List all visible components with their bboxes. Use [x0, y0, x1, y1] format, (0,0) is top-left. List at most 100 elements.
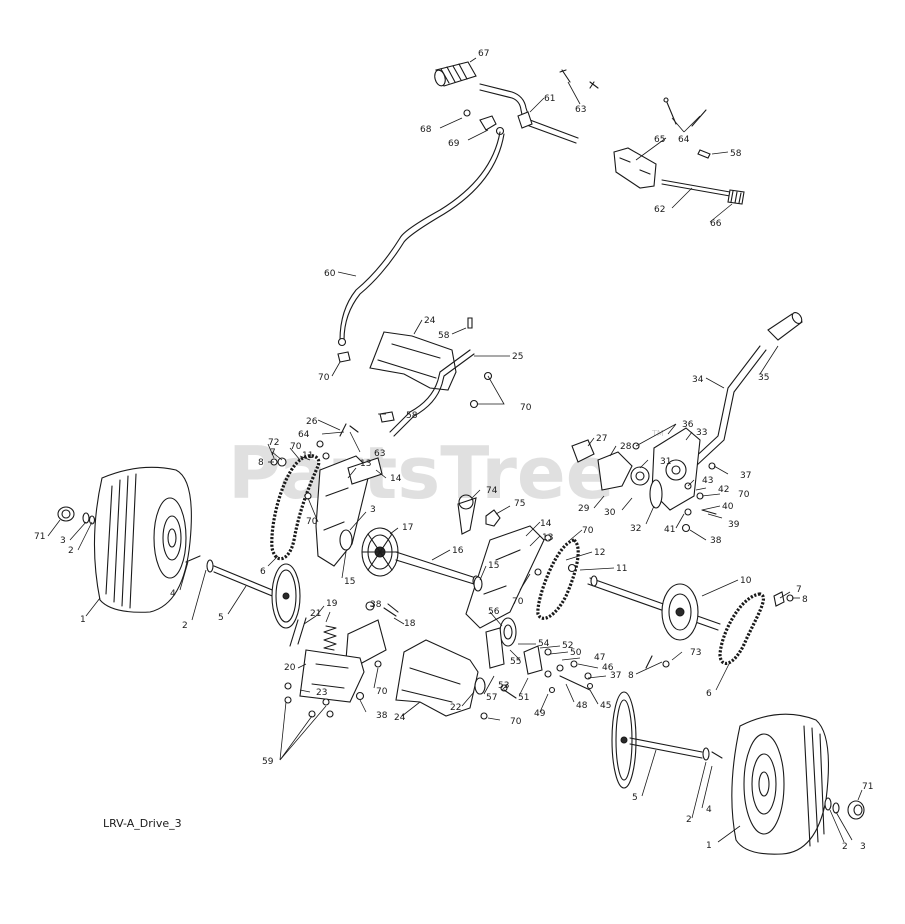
callout-4[interactable]: 4 [706, 805, 712, 815]
callout-18[interactable]: 18 [404, 619, 416, 629]
callout-65[interactable]: 65 [654, 135, 665, 145]
callout-37[interactable]: 37 [740, 471, 751, 481]
callout-71[interactable]: 71 [862, 782, 873, 792]
part-6-sprocket-right[interactable] [611, 691, 637, 789]
callout-15[interactable]: 15 [344, 577, 355, 587]
callout-25[interactable]: 25 [512, 352, 523, 362]
callout-57[interactable]: 57 [486, 693, 497, 703]
callout-58[interactable]: 58 [406, 411, 418, 421]
callout-53[interactable]: 53 [498, 681, 509, 691]
callout-2[interactable]: 2 [842, 842, 848, 852]
callout-68[interactable]: 68 [420, 125, 432, 135]
callout-56[interactable]: 56 [488, 607, 500, 617]
callout-2[interactable]: 2 [182, 621, 188, 631]
callout-11[interactable]: 11 [616, 564, 627, 574]
callout-5[interactable]: 5 [218, 613, 224, 623]
callout-72[interactable]: 72 [268, 438, 279, 448]
part-24-bracket-bottom[interactable] [395, 639, 479, 717]
callout-6[interactable]: 6 [260, 567, 266, 577]
callout-58[interactable]: 58 [730, 149, 742, 159]
callout-28[interactable]: 28 [620, 442, 632, 452]
callout-14[interactable]: 14 [540, 519, 552, 529]
callout-70[interactable]: 70 [290, 442, 302, 452]
part-5-axle-right[interactable] [629, 737, 703, 759]
callout-54[interactable]: 54 [538, 639, 550, 649]
callout-40[interactable]: 40 [722, 502, 734, 512]
part-61-lever[interactable] [479, 83, 579, 144]
callout-21[interactable]: 21 [310, 609, 321, 619]
callout-2[interactable]: 2 [68, 546, 74, 556]
callout-38[interactable]: 38 [710, 536, 722, 546]
callout-43[interactable]: 43 [702, 476, 713, 486]
callout-38[interactable]: 38 [376, 711, 388, 721]
callout-70[interactable]: 70 [376, 687, 388, 697]
callout-2[interactable]: 2 [686, 815, 692, 825]
part-60-cable[interactable] [339, 131, 505, 341]
part-1-wheel-left[interactable] [93, 466, 192, 613]
part-56-gear[interactable] [499, 617, 517, 647]
callout-27[interactable]: 27 [596, 434, 607, 444]
callout-35[interactable]: 35 [758, 373, 769, 383]
callout-5[interactable]: 5 [632, 793, 638, 803]
callout-52[interactable]: 52 [562, 641, 573, 651]
callout-8[interactable]: 8 [628, 671, 634, 681]
callout-67[interactable]: 67 [478, 49, 489, 59]
callout-10[interactable]: 10 [740, 576, 752, 586]
callout-34[interactable]: 34 [692, 375, 704, 385]
part-13-plate-left[interactable] [315, 455, 371, 567]
callout-24[interactable]: 24 [424, 316, 436, 326]
callout-8[interactable]: 8 [802, 595, 808, 605]
callout-75[interactable]: 75 [514, 499, 525, 509]
callout-39[interactable]: 39 [728, 520, 740, 530]
callout-32[interactable]: 32 [630, 524, 641, 534]
callout-30[interactable]: 30 [604, 508, 616, 518]
callout-61[interactable]: 61 [544, 94, 555, 104]
callout-71[interactable]: 71 [34, 532, 45, 542]
callout-51[interactable]: 51 [518, 693, 529, 703]
callout-70[interactable]: 70 [582, 526, 594, 536]
callout-3[interactable]: 3 [860, 842, 866, 852]
callout-63[interactable]: 63 [575, 105, 586, 115]
part-67-grip[interactable] [433, 61, 477, 87]
callout-7[interactable]: 7 [270, 448, 276, 458]
part-12-chain-center[interactable] [536, 538, 580, 620]
callout-22[interactable]: 22 [450, 703, 461, 713]
callout-24[interactable]: 24 [394, 713, 406, 723]
callout-50[interactable]: 50 [570, 648, 582, 658]
part-5-axle-left[interactable] [213, 565, 283, 601]
part-6-sprocket-left[interactable] [271, 563, 301, 629]
callout-47[interactable]: 47 [594, 653, 605, 663]
part-17-gearbox[interactable] [361, 527, 399, 577]
part-6-chain-right[interactable] [718, 592, 766, 665]
callout-7[interactable]: 7 [796, 585, 802, 595]
callout-70[interactable]: 70 [306, 517, 318, 527]
callout-6[interactable]: 6 [706, 689, 712, 699]
callout-38[interactable]: 38 [370, 600, 382, 610]
callout-15[interactable]: 15 [488, 561, 499, 571]
callout-17[interactable]: 17 [402, 523, 413, 533]
callout-3[interactable]: 3 [60, 536, 66, 546]
callout-31[interactable]: 31 [660, 457, 671, 467]
callout-63[interactable]: 63 [374, 449, 385, 459]
callout-60[interactable]: 60 [324, 269, 336, 279]
part-16-axle[interactable] [395, 551, 477, 585]
callout-48[interactable]: 48 [576, 701, 588, 711]
part-24-bracket-top[interactable] [369, 331, 457, 391]
callout-29[interactable]: 29 [578, 504, 590, 514]
part-25-rod[interactable] [389, 349, 475, 437]
callout-62[interactable]: 62 [654, 205, 665, 215]
callout-26[interactable]: 26 [306, 417, 318, 427]
callout-70[interactable]: 70 [512, 597, 524, 607]
callout-33[interactable]: 33 [696, 428, 707, 438]
part-10-axle[interactable] [587, 577, 721, 631]
callout-19[interactable]: 19 [326, 599, 338, 609]
callout-1[interactable]: 1 [80, 615, 86, 625]
callout-41[interactable]: 41 [664, 525, 675, 535]
part-65-bracket[interactable] [613, 147, 657, 189]
callout-14[interactable]: 14 [390, 474, 402, 484]
callout-20[interactable]: 20 [284, 663, 296, 673]
callout-58[interactable]: 58 [438, 331, 450, 341]
part-34-handle[interactable] [689, 345, 767, 467]
part-71-cap-left[interactable] [57, 506, 75, 522]
callout-16[interactable]: 16 [452, 546, 464, 556]
